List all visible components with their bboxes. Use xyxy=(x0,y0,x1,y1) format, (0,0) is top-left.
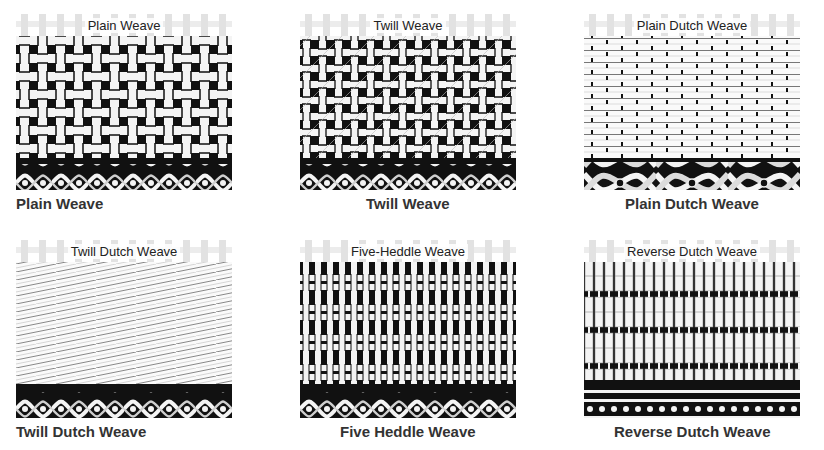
weave-panel: Twill WeaveTwill Weave xyxy=(300,14,516,216)
panel-title: Five-Heddle Weave xyxy=(348,244,468,259)
plain-dutch-weave-figure xyxy=(584,14,800,190)
weave-panel: Plain Dutch WeavePlain Dutch Weave xyxy=(584,14,800,216)
twill-dutch-weave-figure xyxy=(16,240,232,418)
panel-caption: Twill Weave xyxy=(366,195,450,213)
panel-title-wrap: Reverse Dutch Weave xyxy=(584,244,800,260)
panel-title-wrap: Plain Weave xyxy=(16,18,232,34)
panel-title-wrap: Plain Dutch Weave xyxy=(584,18,800,34)
panel-title-wrap: Twill Dutch Weave xyxy=(16,244,232,260)
panel-title: Reverse Dutch Weave xyxy=(624,244,760,259)
panel-caption: Five Heddle Weave xyxy=(340,423,476,441)
panel-title-wrap: Twill Weave xyxy=(300,18,516,34)
five-heddle-weave-figure xyxy=(300,240,516,418)
weave-panel: Five-Heddle WeaveFive Heddle Weave xyxy=(300,240,516,444)
weave-panel: Plain WeavePlain Weave xyxy=(16,14,232,216)
panel-title: Twill Dutch Weave xyxy=(68,244,181,259)
panel-caption: Reverse Dutch Weave xyxy=(614,423,770,441)
plain-weave-figure xyxy=(16,14,232,190)
weave-panel: Reverse Dutch WeaveReverse Dutch Weave xyxy=(584,240,800,444)
panel-caption: Twill Dutch Weave xyxy=(16,423,146,441)
panel-title: Plain Weave xyxy=(85,18,164,33)
panel-title: Plain Dutch Weave xyxy=(634,18,750,33)
reverse-dutch-weave-figure xyxy=(584,240,800,418)
panel-title: Twill Weave xyxy=(370,18,445,33)
panel-title-wrap: Five-Heddle Weave xyxy=(300,244,516,260)
twill-weave-figure xyxy=(300,14,516,190)
panel-caption: Plain Dutch Weave xyxy=(625,195,759,213)
weave-panel: Twill Dutch WeaveTwill Dutch Weave xyxy=(16,240,232,444)
panel-caption: Plain Weave xyxy=(16,195,103,213)
